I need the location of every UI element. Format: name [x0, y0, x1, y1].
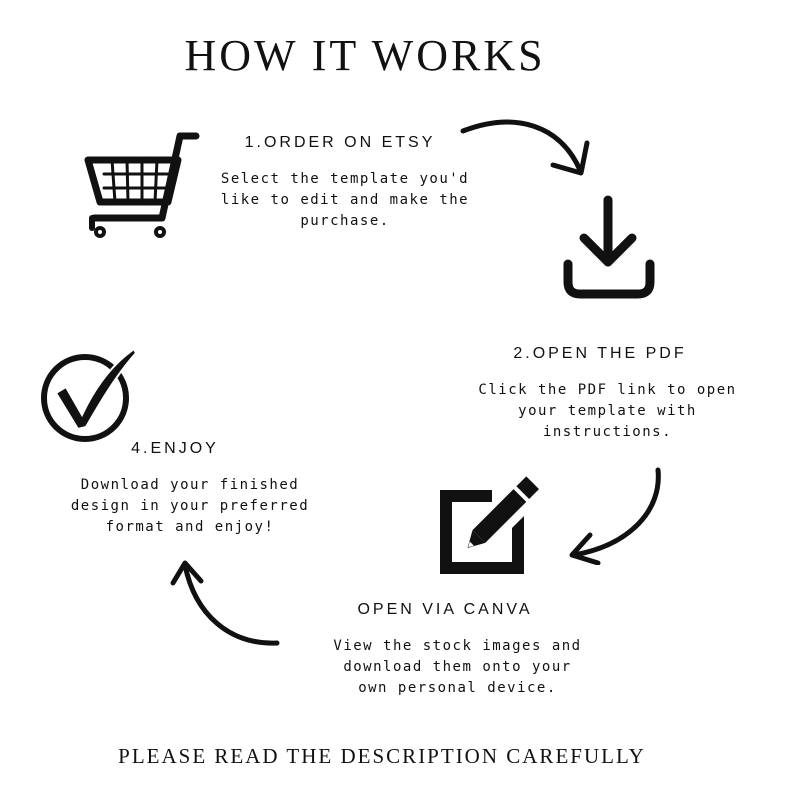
edit-pencil-icon [440, 476, 540, 574]
checkmark-circle-icon [41, 347, 138, 442]
footer-notice: PLEASE READ THE DESCRIPTION CAREFULLY [118, 744, 646, 768]
step2-heading: 2.OPEN THE PDF [513, 345, 687, 362]
step1-description: Select the template you'd like to edit a… [180, 169, 510, 232]
step2-description: Click the PDF link to open your template… [440, 380, 775, 443]
step3-desc-line: download them onto your [343, 659, 572, 675]
step2-desc-line: Click the PDF link to open [478, 382, 737, 398]
step1-desc-line: purchase. [300, 213, 390, 229]
step4-heading: 4.ENJOY [131, 440, 219, 457]
page-title: HOW IT WORKS [184, 31, 546, 80]
step4-desc-line: format and enjoy! [105, 519, 275, 535]
step2-desc-line: instructions. [542, 424, 673, 440]
step3-desc-line: View the stock images and [333, 638, 582, 654]
step3-description: View the stock images and download them … [290, 636, 625, 699]
shopping-cart-icon [84, 132, 200, 238]
step1-desc-line: like to edit and make the [220, 192, 470, 208]
step3-desc-line: own personal device. [358, 680, 557, 696]
download-icon [563, 195, 655, 299]
curved-arrow-icon [460, 119, 590, 176]
step3-heading: OPEN VIA CANVA [357, 601, 533, 618]
curved-arrow-icon [569, 467, 661, 565]
step1-heading: 1.ORDER ON ETSY [244, 134, 436, 151]
curved-arrow-icon [170, 560, 280, 646]
step2-desc-line: your template with [518, 403, 697, 419]
step4-desc-line: Download your finished [80, 477, 300, 493]
step4-desc-line: design in your preferred [70, 498, 310, 514]
step1-desc-line: Select the template you'd [220, 171, 470, 187]
step4-description: Download your finished design in your pr… [30, 475, 350, 538]
